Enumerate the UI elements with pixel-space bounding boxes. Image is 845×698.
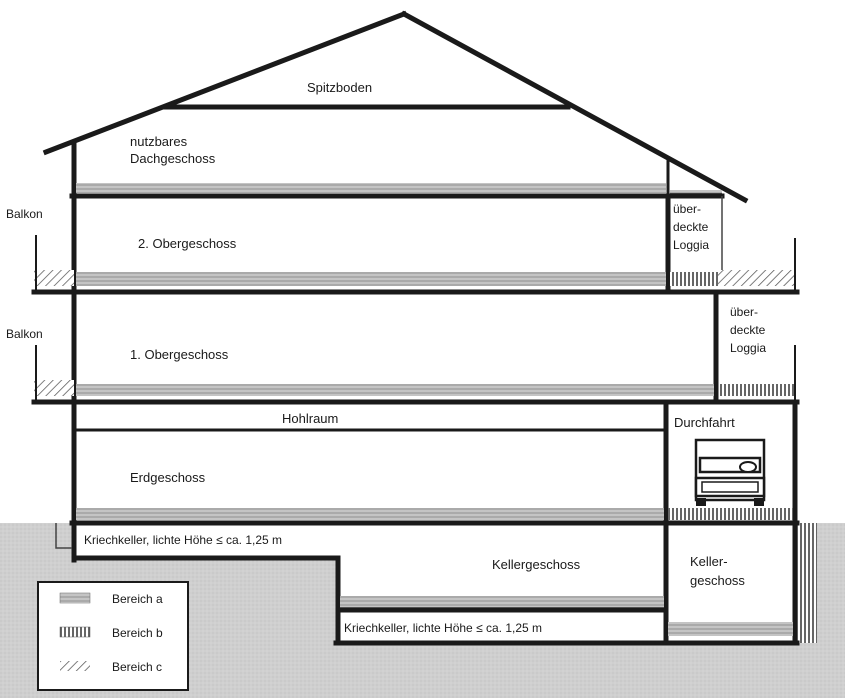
label-loggia-lower-1: über- [730, 305, 758, 319]
label-kellergeschoss-side-1: Keller- [690, 554, 728, 569]
label-nutzbares-1: nutzbares [130, 134, 188, 149]
label-spitzboden: Spitzboden [307, 80, 372, 95]
legend: Bereich a Bereich b Bereich c [37, 581, 189, 691]
label-balkon-upper: Balkon [6, 207, 43, 221]
label-durchfahrt: Durchfahrt [674, 415, 735, 430]
roof [42, 10, 749, 204]
legend-swatch-c [60, 661, 90, 671]
legend-swatch-b [59, 626, 91, 638]
floor-og1 [31, 289, 800, 405]
label-kellergeschoss-side-2: geschoss [690, 573, 745, 588]
basement [55, 520, 800, 646]
label-nutzbares-2: Dachgeschoss [130, 151, 216, 166]
legend-swatch-a [59, 592, 91, 604]
label-og2: 2. Obergeschoss [138, 236, 237, 251]
car-icon [694, 438, 766, 506]
floor-eg [69, 399, 800, 646]
label-loggia-upper-2: deckte [673, 220, 709, 234]
legend-label-a: Bereich a [112, 592, 163, 606]
label-erdgeschoss: Erdgeschoss [130, 470, 206, 485]
floor-og2 [31, 193, 800, 295]
label-kriechkeller-upper: Kriechkeller, lichte Höhe ≤ ca. 1,25 m [84, 533, 282, 547]
legend-label-c: Bereich c [112, 660, 162, 674]
label-hohlraum: Hohlraum [282, 411, 338, 426]
label-balkon-lower: Balkon [6, 327, 43, 341]
label-loggia-upper-1: über- [673, 202, 701, 216]
label-loggia-upper-3: Loggia [673, 238, 709, 252]
label-kellergeschoss-main: Kellergeschoss [492, 557, 581, 572]
label-kriechkeller-lower: Kriechkeller, lichte Höhe ≤ ca. 1,25 m [344, 621, 542, 635]
label-loggia-lower-3: Loggia [730, 341, 766, 355]
label-og1: 1. Obergeschoss [130, 347, 229, 362]
legend-label-b: Bereich b [112, 626, 163, 640]
label-loggia-lower-2: deckte [730, 323, 766, 337]
